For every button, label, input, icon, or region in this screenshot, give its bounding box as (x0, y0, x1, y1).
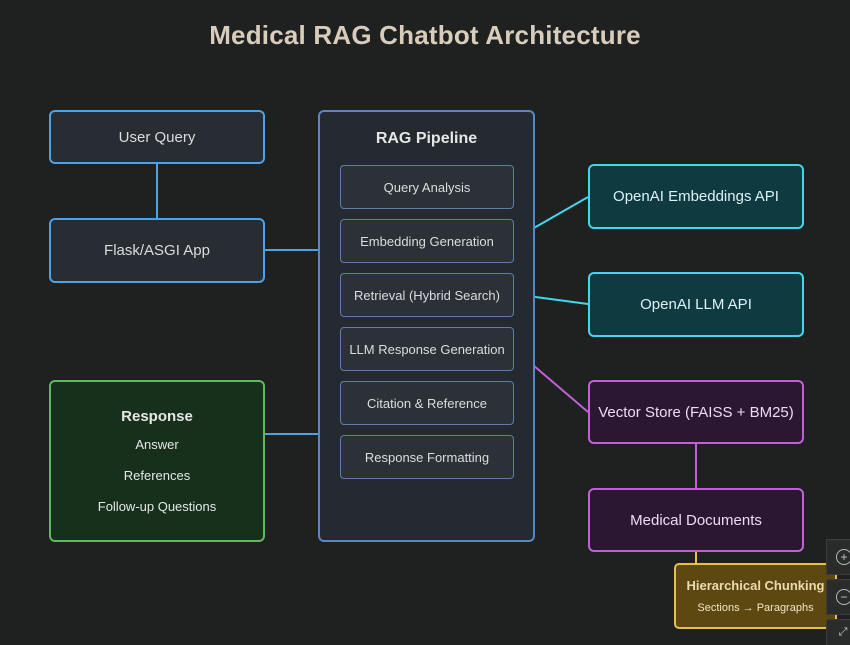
pipeline-step-formatting[interactable]: Response Formatting (340, 435, 514, 479)
expand-icon: ⤢ (838, 626, 848, 638)
rag-pipeline-title: RAG Pipeline (375, 130, 478, 147)
chunking-subtitle: Sections → Paragraphs (697, 602, 814, 614)
node-openai-llm[interactable]: OpenAI LLM API (588, 272, 804, 337)
response-item-follow-up: Follow-up Questions (97, 499, 217, 514)
node-response[interactable]: Response Answer References Follow-up Que… (49, 380, 265, 542)
pipeline-step-query-analysis[interactable]: Query Analysis (340, 165, 514, 209)
node-vector-store-label: Vector Store (FAISS + BM25) (598, 403, 794, 421)
node-flask-app-label: Flask/ASGI App (104, 242, 210, 259)
zoom-out-button[interactable]: − (826, 579, 850, 615)
node-medical-documents-label: Medical Documents (630, 511, 762, 529)
node-openai-embeddings-label: OpenAI Embeddings API (613, 188, 779, 205)
minus-circle-icon: − (836, 589, 850, 605)
pipeline-step-llm-response[interactable]: LLM Response Generation (340, 327, 514, 371)
response-item-references: References (123, 468, 191, 483)
fit-view-button[interactable]: ⤢ (826, 619, 850, 645)
node-openai-embeddings[interactable]: OpenAI Embeddings API (588, 164, 804, 229)
plus-circle-icon: + (836, 549, 850, 565)
node-hierarchical-chunking[interactable]: Hierarchical Chunking Sections → Paragra… (674, 563, 837, 629)
response-item-answer: Answer (135, 437, 179, 452)
node-openai-llm-label: OpenAI LLM API (640, 296, 752, 313)
pipeline-step-retrieval[interactable]: Retrieval (Hybrid Search) (340, 273, 514, 317)
rag-pipeline-group[interactable]: RAG Pipeline Query Analysis Embedding Ge… (318, 110, 535, 542)
node-flask-app[interactable]: Flask/ASGI App (49, 218, 265, 283)
diagram-title: Medical RAG Chatbot Architecture (209, 20, 641, 50)
response-title: Response (121, 408, 193, 425)
pipeline-step-citation[interactable]: Citation & Reference (340, 381, 514, 425)
node-vector-store[interactable]: Vector Store (FAISS + BM25) (588, 380, 804, 444)
zoom-in-button[interactable]: + (826, 539, 850, 575)
chunking-title: Hierarchical Chunking (686, 578, 825, 593)
pipeline-step-embedding-generation[interactable]: Embedding Generation (340, 219, 514, 263)
node-user-query-label: User Query (118, 128, 196, 146)
node-user-query[interactable]: User Query (49, 110, 265, 164)
node-medical-documents[interactable]: Medical Documents (588, 488, 804, 552)
